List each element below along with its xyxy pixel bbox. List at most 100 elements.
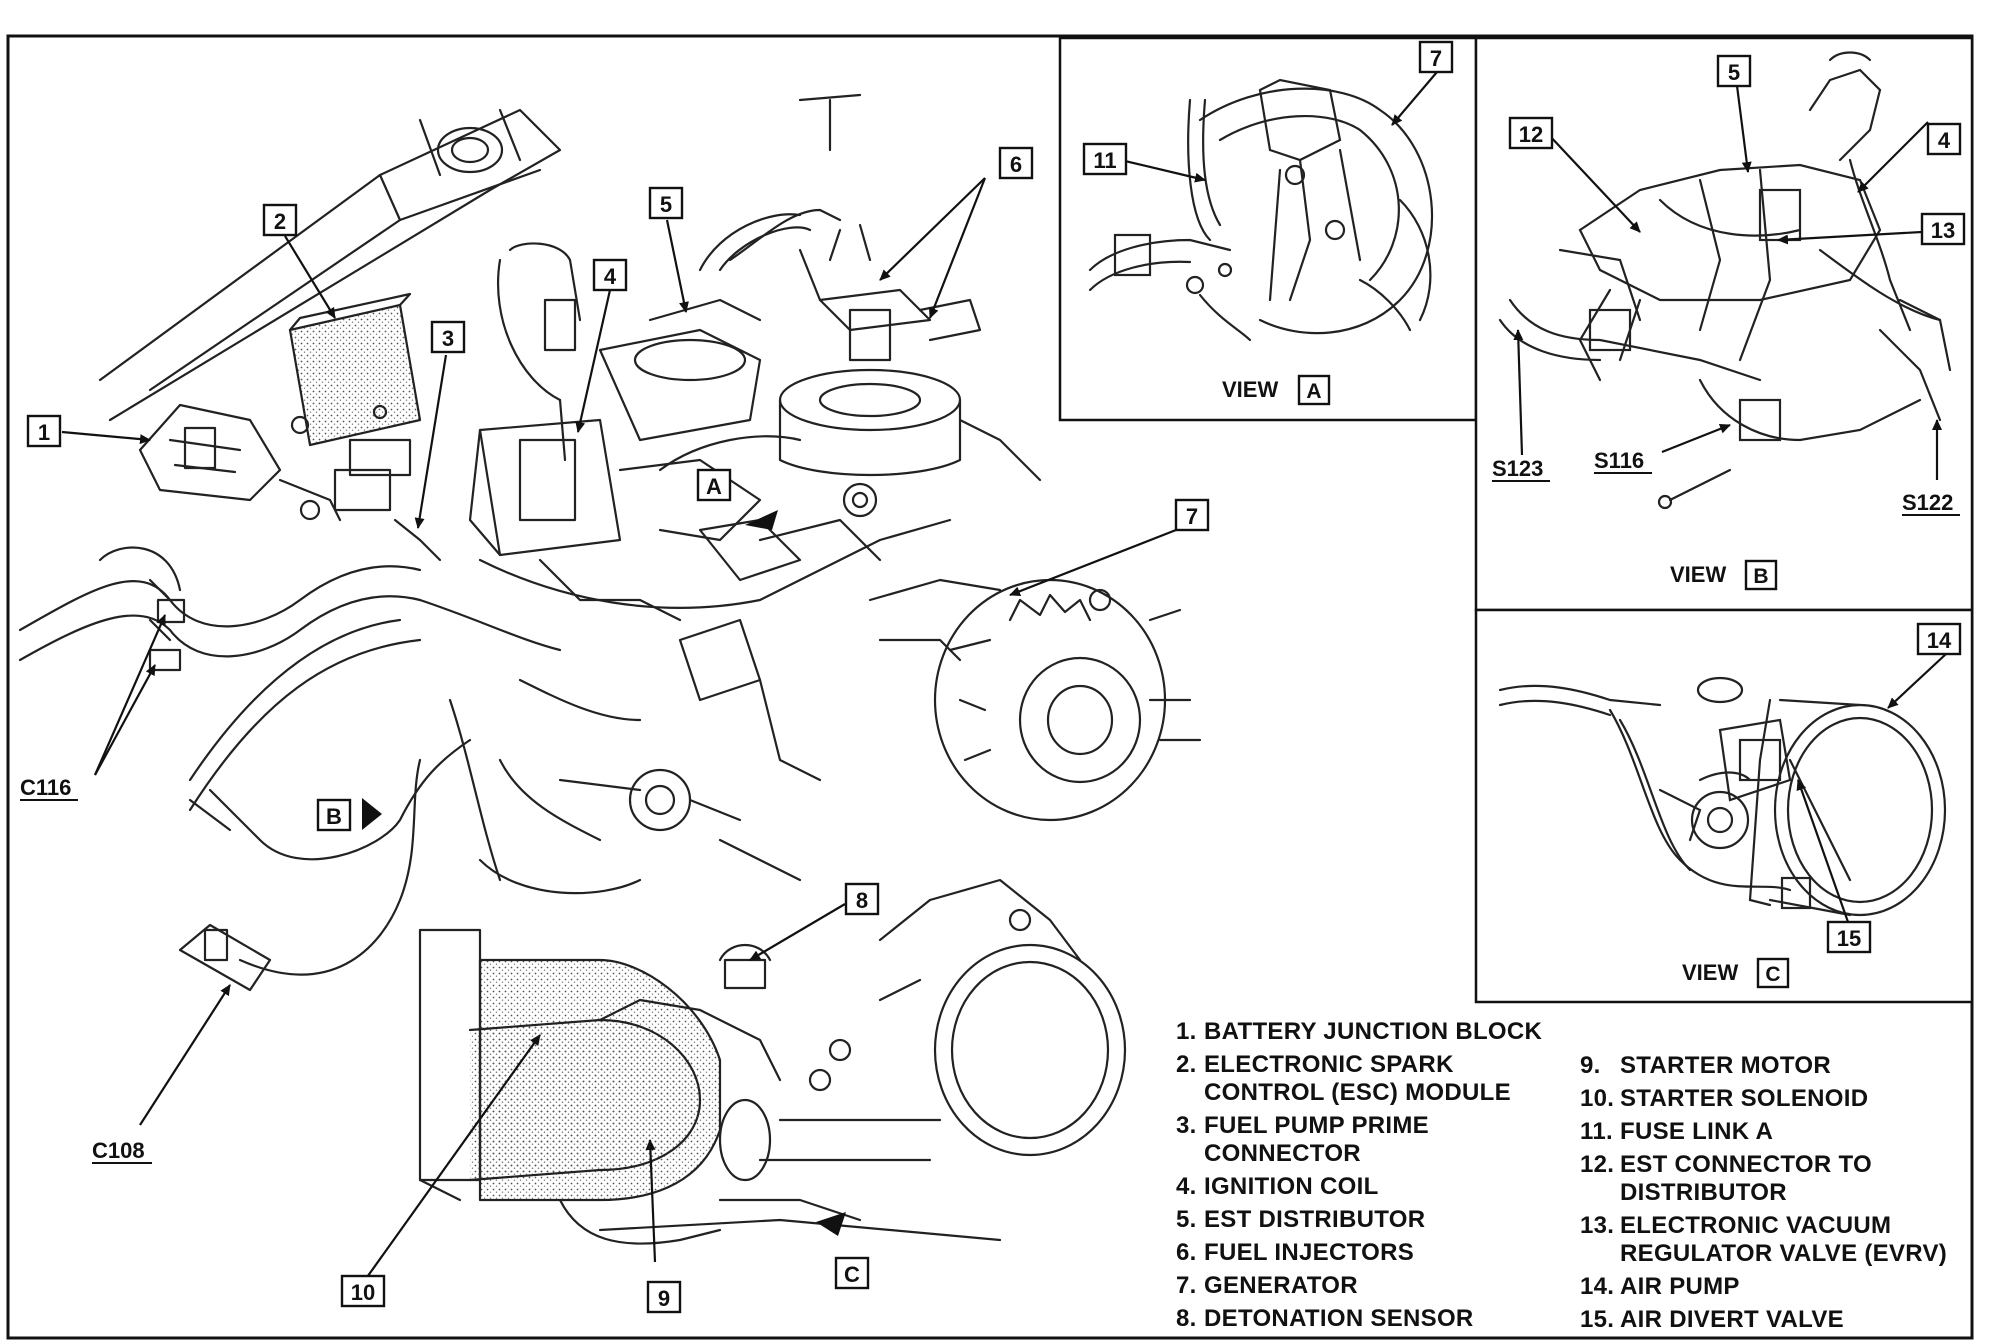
legend-item-number: 11.	[1580, 1118, 1613, 1145]
svg-text:C108: C108	[92, 1138, 145, 1163]
legend-item-text: BATTERY JUNCTION BLOCK	[1204, 1018, 1543, 1045]
legend-item-number: 6.	[1176, 1239, 1197, 1266]
legend-item-number: 10.	[1580, 1085, 1615, 1112]
legend-item: 5. EST DISTRIBUTOR	[1176, 1206, 1556, 1234]
legend-item-text: FUSE LINK A	[1620, 1118, 1774, 1145]
view-c-callout-14: 14	[1916, 622, 1962, 656]
legend-item: 13.ELECTRONIC VACUUM REGULATOR VALVE (EV…	[1580, 1212, 1980, 1268]
legend-item-number: 14.	[1580, 1273, 1615, 1300]
callout-10: 10	[340, 1274, 386, 1308]
main-engine-illustration	[18, 93, 1202, 1245]
legend-item: 11. FUSE LINK A	[1580, 1118, 1980, 1146]
svg-text:11: 11	[1093, 148, 1116, 173]
svg-text:15: 15	[1837, 926, 1861, 951]
callout-5: 5	[648, 186, 684, 220]
view-b-panel: 12 5 4 13 S123 S116 S122 VIEW B	[1474, 36, 1974, 612]
legend-item-number: 13.	[1580, 1212, 1615, 1239]
callout-3: 3	[430, 320, 466, 354]
callout-2: 2	[262, 203, 298, 237]
svg-text:13: 13	[1931, 218, 1955, 243]
svg-text:VIEW: VIEW	[1670, 562, 1726, 587]
legend-item: 3. FUEL PUMP PRIME CONNECTOR	[1176, 1112, 1556, 1168]
legend-item-number: 1.	[1176, 1018, 1197, 1045]
svg-text:C: C	[1765, 963, 1780, 986]
svg-text:9: 9	[658, 1286, 670, 1311]
legend-item-text: EST DISTRIBUTOR	[1204, 1206, 1426, 1233]
view-c-title: VIEW C	[1682, 957, 1790, 989]
callout-6: 6	[998, 146, 1034, 180]
view-marker-b-letter: B	[326, 804, 342, 829]
svg-text:C116: C116	[20, 775, 71, 800]
legend-item: 14.AIR PUMP	[1580, 1273, 1980, 1301]
view-a-callout-11: 11	[1082, 142, 1128, 176]
legend-item: 10.STARTER SOLENOID	[1580, 1085, 1980, 1113]
connector-s123: S123	[1492, 456, 1550, 482]
legend-item-number: 7.	[1176, 1272, 1197, 1299]
view-b-callout-12: 12	[1508, 116, 1554, 150]
view-c-callout-15: 15	[1826, 920, 1872, 954]
view-a-panel: 11 7 VIEW A	[1058, 36, 1478, 422]
connector-c108: C108	[92, 1138, 152, 1164]
connector-c116: C116	[20, 775, 78, 801]
connector-s116: S116	[1594, 448, 1652, 474]
view-marker-a-letter: A	[706, 474, 722, 499]
legend-item-text: ELECTRONIC SPARK CONTROL (ESC) MODULE	[1204, 1051, 1511, 1106]
legend-right: 9.STARTER MOTOR 10.STARTER SOLENOID 11. FUS…	[1580, 1052, 1980, 1339]
main-callout-leaders	[61, 177, 1177, 1281]
svg-text:10: 10	[351, 1280, 375, 1305]
svg-text:VIEW: VIEW	[1222, 377, 1278, 402]
legend-item-number: 12.	[1580, 1151, 1615, 1178]
legend-item-text: ELECTRONIC VACUUM REGULATOR VALVE (EVRV)	[1620, 1212, 1948, 1267]
legend-item: 9.STARTER MOTOR	[1580, 1052, 1980, 1080]
legend-item: 1. BATTERY JUNCTION BLOCK	[1176, 1018, 1556, 1046]
svg-text:A: A	[1306, 380, 1321, 403]
svg-text:7: 7	[1430, 46, 1442, 71]
legend-item-text: AIR PUMP	[1620, 1273, 1740, 1300]
legend-item-text: IGNITION COIL	[1204, 1173, 1379, 1200]
legend-item: 6. FUEL INJECTORS	[1176, 1239, 1556, 1267]
callout-8: 8	[844, 882, 880, 916]
legend-item-number: 2.	[1176, 1051, 1197, 1078]
connector-s122: S122	[1902, 490, 1960, 516]
view-a-title: VIEW A	[1222, 374, 1331, 406]
legend-item-text: STARTER SOLENOID	[1620, 1085, 1869, 1112]
legend-item-number: 8.	[1176, 1305, 1197, 1332]
view-b-title: VIEW B	[1670, 559, 1778, 591]
svg-text:14: 14	[1927, 628, 1952, 653]
view-b-callout-5: 5	[1716, 54, 1752, 88]
view-marker-b: B	[316, 798, 382, 832]
callout-1: 1	[26, 414, 62, 448]
view-marker-c: C	[816, 1212, 870, 1290]
svg-text:2: 2	[274, 209, 286, 234]
svg-text:B: B	[1753, 565, 1768, 588]
callout-9: 9	[646, 1280, 682, 1314]
legend-item-number: 4.	[1176, 1173, 1197, 1200]
legend-item-number: 15.	[1580, 1306, 1615, 1333]
svg-text:8: 8	[856, 888, 868, 913]
legend-item-text: FUEL INJECTORS	[1204, 1239, 1415, 1266]
view-marker-a: A	[696, 468, 778, 530]
legend-item-text: FUEL PUMP PRIME CONNECTOR	[1204, 1112, 1429, 1167]
legend-item-text: AIR DIVERT VALVE	[1620, 1306, 1844, 1333]
svg-text:4: 4	[604, 264, 617, 289]
view-c-panel: 14 15 VIEW C	[1474, 608, 1974, 1004]
svg-text:S123: S123	[1492, 456, 1543, 481]
legend-left: 1. BATTERY JUNCTION BLOCK 2. ELECTRONIC SPA…	[1176, 1018, 1556, 1338]
svg-text:4: 4	[1938, 128, 1951, 153]
legend-item: 2. ELECTRONIC SPARK CONTROL (ESC) MODULE	[1176, 1051, 1556, 1107]
legend-item: 4. IGNITION COIL	[1176, 1173, 1556, 1201]
legend-item-number: 9.	[1580, 1052, 1601, 1079]
legend-item-text: EST CONNECTOR TO DISTRIBUTOR	[1620, 1151, 1872, 1206]
legend-item-number: 5.	[1176, 1206, 1197, 1233]
legend-item-number: 3.	[1176, 1112, 1197, 1139]
svg-text:5: 5	[660, 192, 672, 217]
legend-item-text: GENERATOR	[1204, 1272, 1358, 1299]
svg-text:7: 7	[1186, 504, 1198, 529]
svg-text:VIEW: VIEW	[1682, 960, 1738, 985]
view-a-callout-7: 7	[1418, 40, 1454, 74]
view-b-callout-13: 13	[1920, 212, 1966, 246]
svg-text:1: 1	[38, 420, 50, 445]
legend-item: 15.AIR DIVERT VALVE	[1580, 1306, 1980, 1334]
view-b-callout-4: 4	[1926, 122, 1962, 156]
